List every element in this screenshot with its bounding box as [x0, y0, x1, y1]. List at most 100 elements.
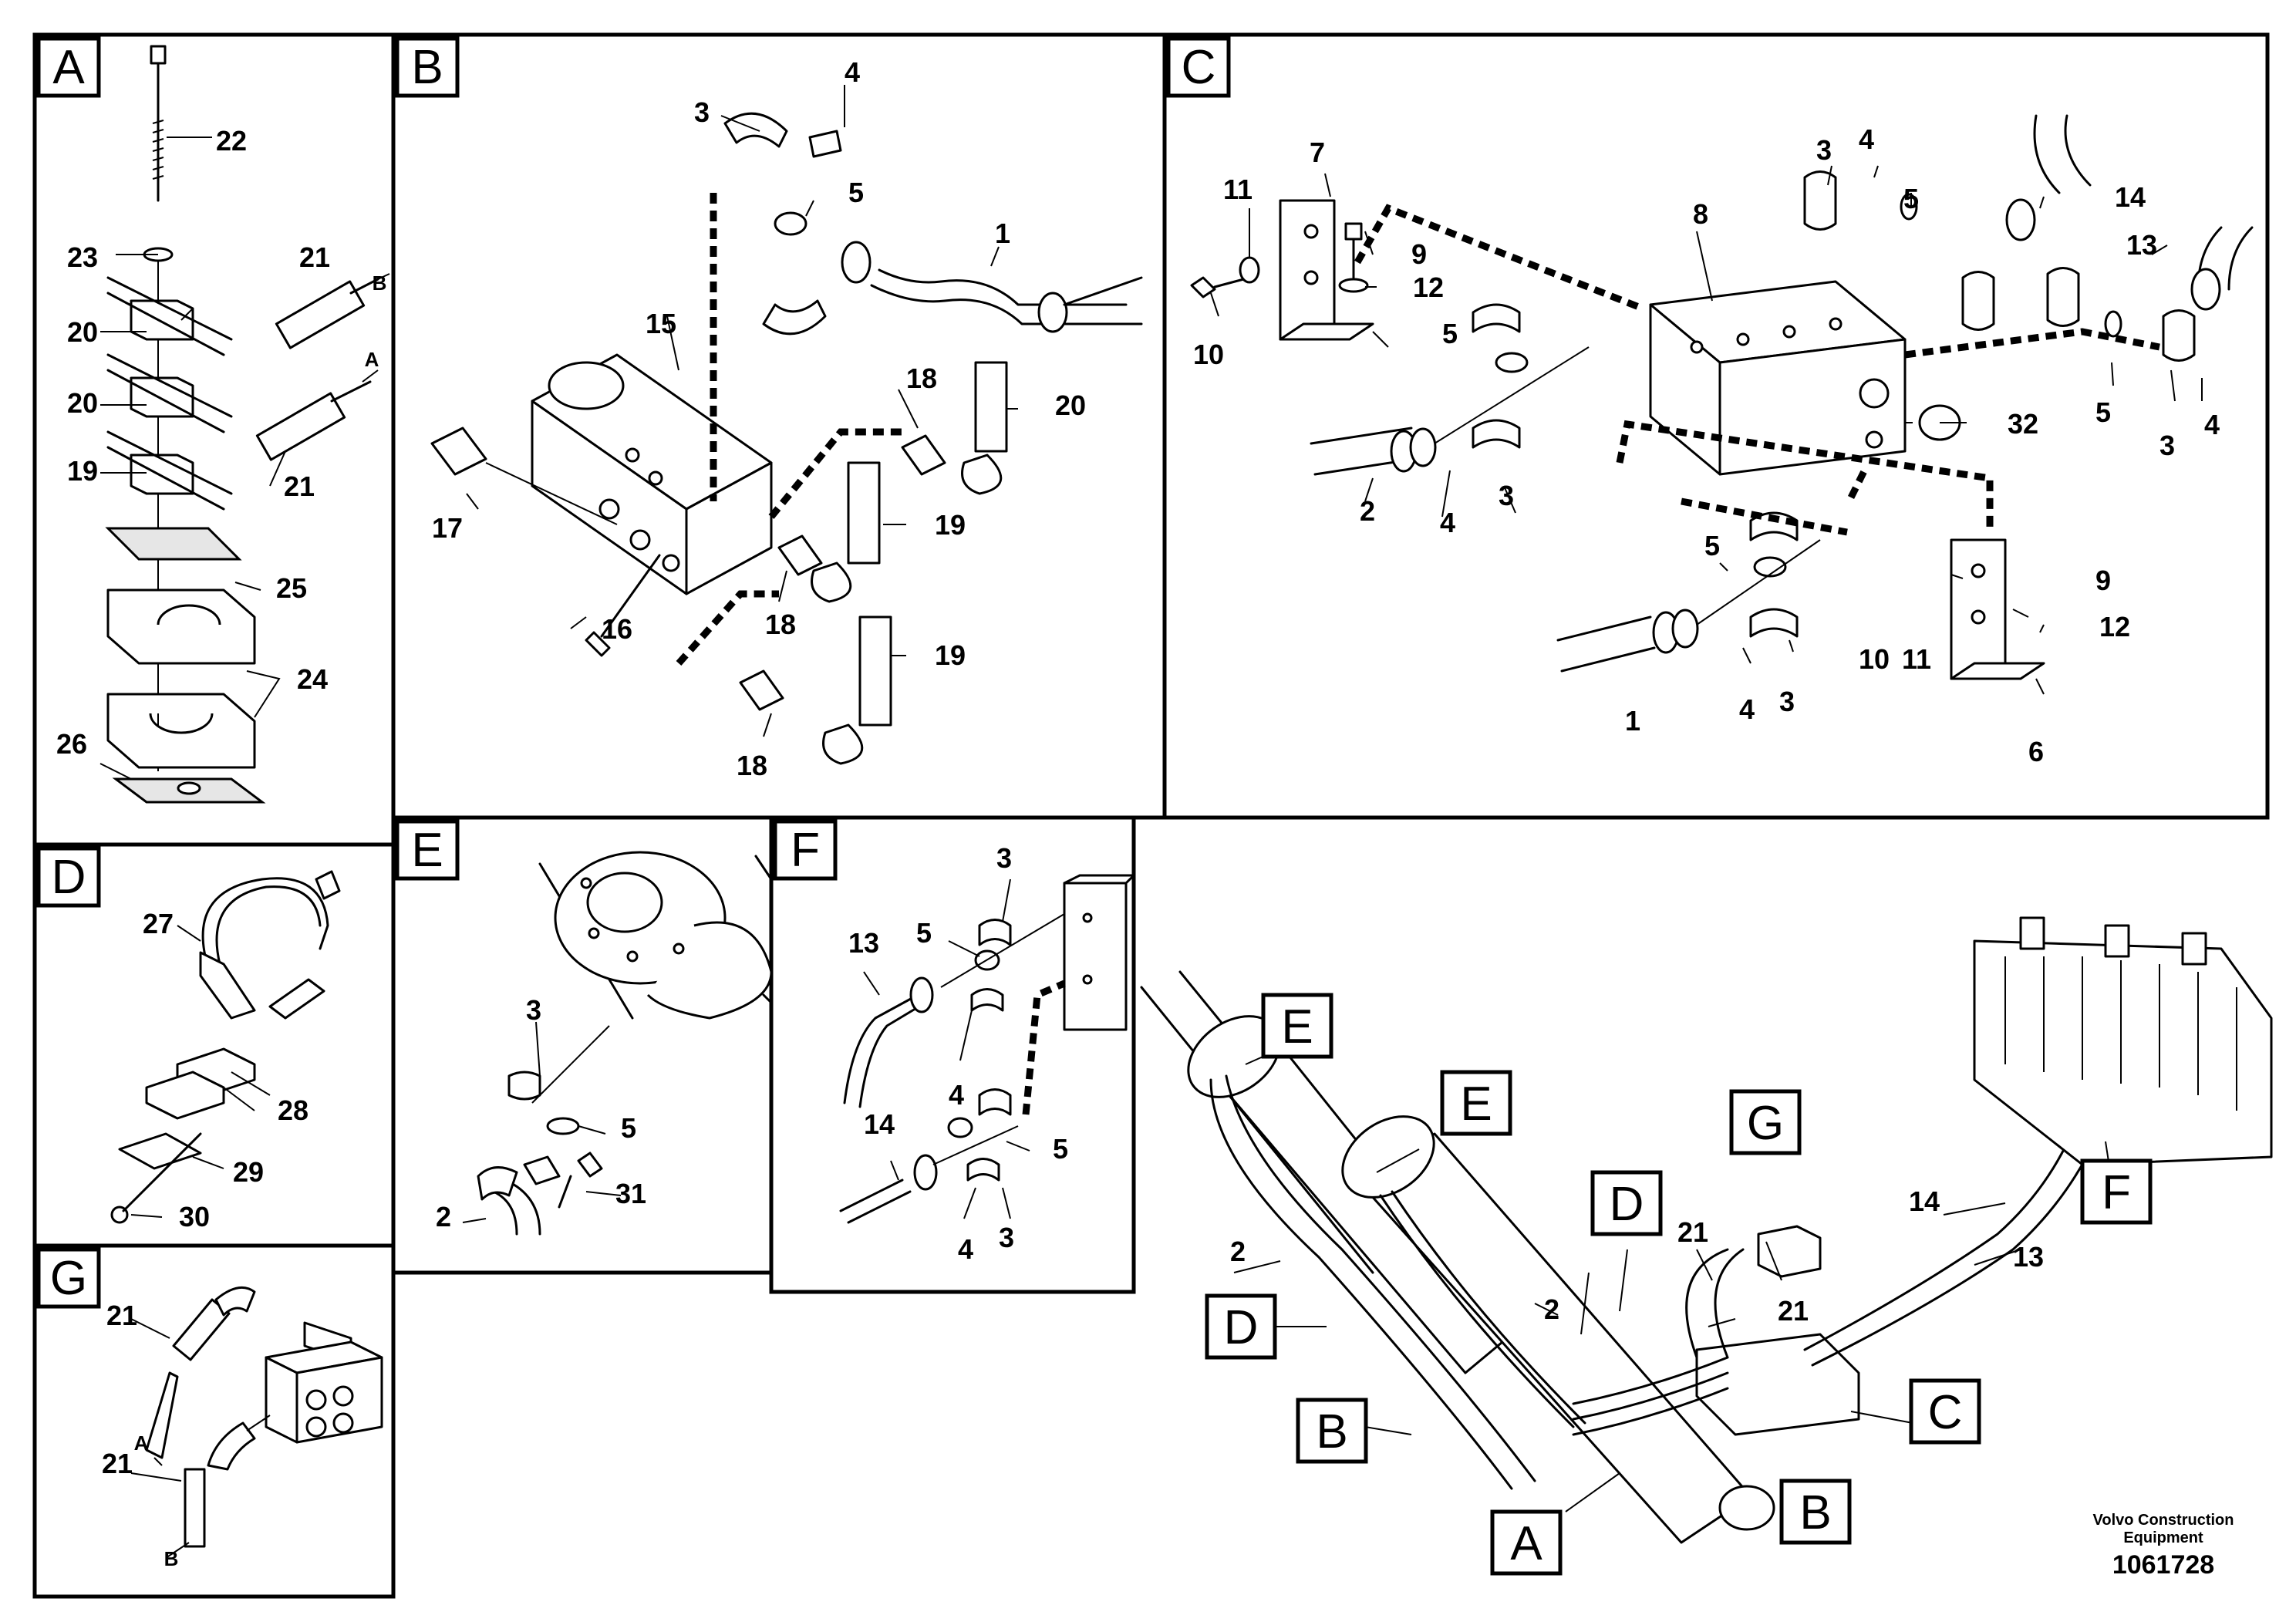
overview-tags: E E G D D F B C B A [1205, 993, 2153, 1576]
callout-13: 13 [2126, 229, 2157, 261]
callout-5: 5 [848, 177, 864, 208]
callout-9-lower: 9 [2095, 565, 2111, 596]
callout-3: 3 [694, 96, 710, 128]
hose-end-B: B [164, 1547, 179, 1570]
distribution-block-8 [1649, 280, 1907, 476]
callout-21-upper: 21 [106, 1300, 137, 1331]
callout-19-upper: 19 [935, 509, 966, 541]
callout-21-upper: 21 [299, 241, 330, 273]
callout-10-upper: 10 [1193, 339, 1224, 370]
callout-11-upper: 11 [1223, 174, 1253, 205]
callout-14: 14 [2115, 181, 2146, 213]
callout-3-top: 3 [1816, 134, 1832, 166]
callout-22: 22 [216, 125, 247, 157]
overview-tag-F: F [2080, 1158, 2153, 1225]
svg-text:F: F [2102, 1166, 2131, 1219]
callout-4-left: 4 [1440, 507, 1455, 538]
callout-3-lower: 3 [999, 1222, 1014, 1253]
callout-5-top: 5 [1903, 183, 1919, 214]
overview-tag-E2: E [1440, 1070, 1512, 1136]
panel-A-letter: A [52, 41, 85, 94]
callout-12-lower: 12 [2099, 611, 2130, 642]
callout-5: 5 [621, 1112, 636, 1144]
overview-tag-A: A [1490, 1509, 1563, 1576]
callout-29: 29 [233, 1156, 264, 1188]
panel-B-labels: 3 4 5 1 15 18 20 19 17 16 18 19 18 [432, 56, 1086, 781]
overview-callout-2-right: 2 [1544, 1293, 1559, 1325]
overview-tag-C: C [1909, 1378, 1981, 1445]
callout-3-left: 3 [1499, 480, 1514, 511]
panel-E-drawing [462, 851, 773, 1236]
callout-2: 2 [1360, 495, 1375, 527]
panel-C-labels: 7 11 9 12 10 8 3 4 5 14 13 5 2 4 3 32 5 … [1193, 123, 2220, 767]
svg-text:E: E [1281, 1000, 1313, 1054]
hose-end-B: B [373, 271, 387, 295]
callout-18-lower: 18 [737, 750, 767, 781]
overview-callout-21-upper: 21 [1677, 1216, 1708, 1248]
panel-C-tag: C [1166, 36, 1231, 98]
callout-4-top: 4 [949, 1079, 964, 1111]
overview-callout-2-left: 2 [1230, 1236, 1246, 1267]
callout-11-lower: 11 [1902, 643, 1931, 675]
callout-9-upper: 9 [1411, 238, 1427, 270]
overview-tag-B1: B [1296, 1398, 1368, 1464]
panel-E-tag: E [395, 819, 460, 881]
svg-text:A: A [1510, 1517, 1542, 1570]
svg-text:B: B [1799, 1486, 1831, 1539]
overview-labels: 2 2 21 21 14 13 [1230, 1185, 2044, 1327]
panel-D-drawing [110, 870, 341, 1224]
hose-20 [974, 361, 1008, 453]
overview-tag-E1: E [1261, 993, 1333, 1059]
overview-tag-G: G [1729, 1089, 1802, 1155]
hose-19-lower [858, 615, 892, 727]
callout-20-lower: 20 [67, 387, 98, 419]
panel-frames [32, 32, 2270, 1599]
hose-end-A: A [365, 348, 379, 371]
overview-tag-B2: B [1779, 1479, 1852, 1545]
callout-32: 32 [2008, 408, 2038, 440]
callout-28: 28 [278, 1094, 308, 1126]
callout-2: 2 [436, 1201, 451, 1233]
panel-G-labels: 21 A 21 B [102, 1300, 178, 1570]
callout-5-right: 5 [2095, 396, 2111, 428]
hose-21-lower [255, 392, 346, 461]
panel-E-labels: 3 5 2 31 [436, 994, 646, 1233]
footer: Volvo Construction Equipment 1061728 [2093, 1512, 2234, 1580]
panel-B-drawing [430, 85, 1143, 765]
callout-27: 27 [143, 908, 174, 939]
overview-callout-14: 14 [1909, 1185, 1940, 1217]
callout-20-upper: 20 [67, 316, 98, 348]
callout-8: 8 [1693, 198, 1708, 230]
hose-21-upper [275, 280, 366, 349]
panel-D-labels: 27 28 29 30 [143, 908, 308, 1233]
callout-26: 26 [56, 728, 87, 760]
svg-text:D: D [1610, 1178, 1644, 1231]
callout-21-lower: 21 [102, 1448, 133, 1479]
callout-3-right: 3 [2159, 430, 2175, 461]
callout-5-left: 5 [1442, 318, 1458, 349]
panel-E-letter: E [411, 824, 443, 877]
callout-12-upper: 12 [1413, 271, 1444, 303]
panel-F-drawing [839, 874, 1135, 1224]
panel-D-letter: D [52, 851, 86, 904]
callout-21-lower: 21 [284, 470, 315, 502]
overview-callout-13: 13 [2013, 1241, 2044, 1273]
callout-19: 19 [67, 455, 98, 487]
svg-text:B: B [1316, 1405, 1347, 1458]
callout-4-top: 4 [1859, 123, 1874, 155]
svg-text:E: E [1460, 1077, 1492, 1131]
panel-C-drawing [1190, 114, 2254, 695]
valve-block-15 [531, 353, 773, 595]
svg-text:C: C [1928, 1386, 1963, 1439]
callout-10-lower: 10 [1859, 643, 1890, 675]
hose-19-upper [847, 461, 881, 565]
panel-A-labels: 22 23 21 B 20 A 20 21 19 25 24 26 [56, 125, 386, 760]
panel-F-tag: F [773, 819, 838, 881]
callout-18-mid: 18 [765, 609, 796, 640]
callout-15: 15 [646, 308, 676, 339]
document-number: 1061728 [2112, 1550, 2214, 1580]
panel-D-tag: D [36, 846, 101, 908]
brand-line-2: Equipment [2123, 1529, 2203, 1546]
callout-16: 16 [602, 613, 632, 645]
callout-6: 6 [2028, 736, 2044, 767]
